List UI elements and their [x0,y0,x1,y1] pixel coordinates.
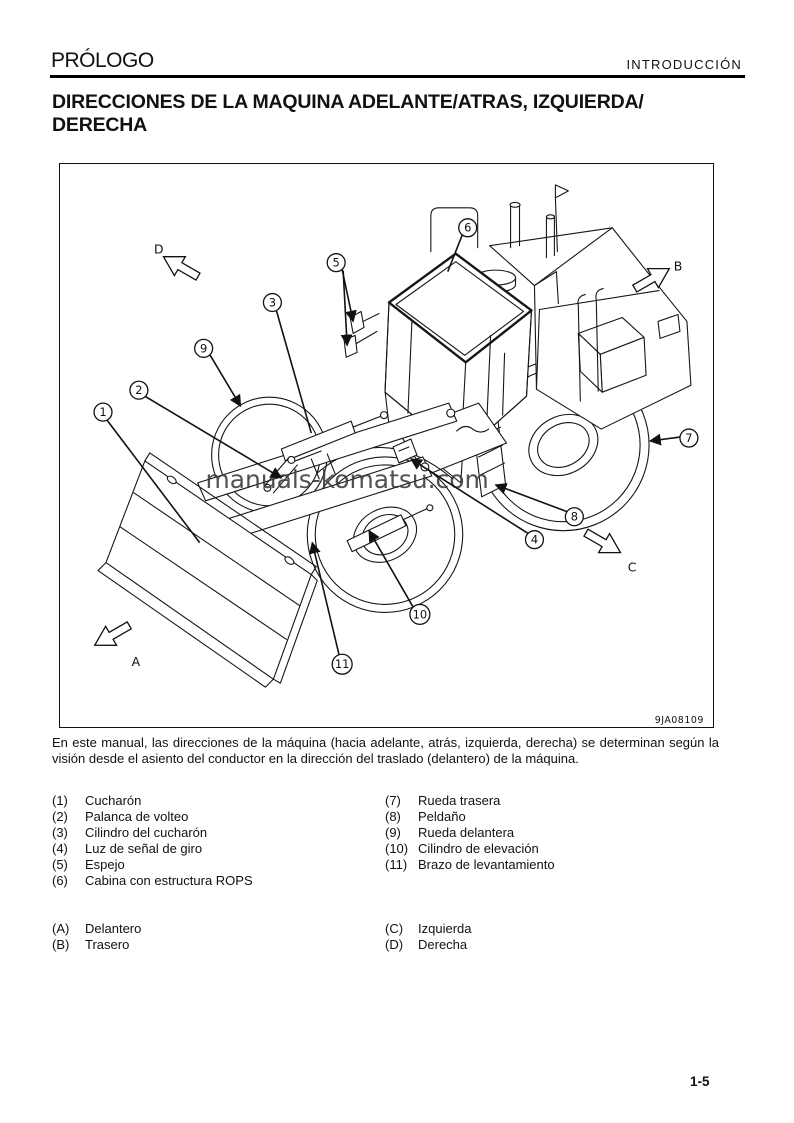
callout-2: 2 [129,380,149,400]
svg-text:3: 3 [269,295,276,309]
legend-item-num: (1) [52,793,68,808]
callout-10: 10 [409,603,431,626]
page-number: 1-5 [690,1074,710,1089]
callouts: 1 2 3 4 5 6 7 8 9 10 11 [93,218,699,675]
svg-text:11: 11 [335,657,350,671]
legend-item-num: (B) [52,937,70,952]
svg-text:D: D [154,242,164,257]
direction-legend-right: (C) Izquierda (D) Derecha [385,921,725,953]
svg-text:2: 2 [135,383,142,397]
legend-item-num: (10) [385,841,409,856]
direction-arrow-B: B [631,259,683,293]
legend-item-label: Delantero [85,921,142,936]
legend-item: (11) Brazo de levantamiento [385,857,725,873]
legend-item-num: (4) [52,841,68,856]
direction-arrow-D: D [154,242,201,281]
parts-legend-left: (1) Cucharón (2) Palanca de volteo (3) Cili… [52,793,382,889]
machine-drawing [97,184,692,688]
legend-item-label: Espejo [85,857,125,872]
legend-item-label: Palanca de volteo [85,809,189,824]
legend-item: (10) Cilindro de elevación [385,841,725,857]
legend-item-label: Cucharón [85,793,142,808]
legend-item-label: Luz de señal de giro [85,841,203,856]
legend-item-num: (2) [52,809,68,824]
legend-item: (C) Izquierda [385,921,725,937]
legend-item-label: Rueda delantera [418,825,515,840]
legend-item-num: (6) [52,873,68,888]
page-title-line1: DIRECCIONES DE LA MAQUINA ADELANTE/ATRAS… [52,91,644,113]
direction-arrow-A: A [93,621,141,669]
svg-text:9: 9 [200,341,207,355]
legend-item-num: (D) [385,937,404,952]
turn-signal-light [392,438,418,464]
svg-text:10: 10 [413,607,428,621]
legend-item: (1) Cucharón [52,793,382,809]
svg-text:8: 8 [571,510,578,524]
intro-paragraph: En este manual, las direcciones de la má… [52,735,719,766]
legend-item-label: Trasero [85,937,130,952]
chapter-title: INTRODUCCIÓN [626,57,742,72]
legend-item-label: Peldaño [418,809,466,824]
svg-text:6: 6 [464,221,471,235]
section-title: PRÓLOGO [51,49,154,72]
legend-item-label: Derecha [418,937,468,952]
callout-9: 9 [194,338,214,358]
legend-item-num: (A) [52,921,70,936]
callout-1: 1 [93,402,113,422]
legend-item: (A) Delantero [52,921,382,937]
svg-text:7: 7 [685,431,692,445]
direction-legend-left: (A) Delantero (B) Trasero [52,921,382,953]
legend-item-num: (5) [52,857,68,872]
legend-item: (3) Cilindro del cucharón [52,825,382,841]
legend-item-num: (3) [52,825,68,840]
figure-code: 9JA08109 [655,715,704,726]
legend-item-label: Cilindro de elevación [418,841,539,856]
legend-item-num: (C) [385,921,404,936]
svg-text:1: 1 [99,405,106,419]
header-rule [50,75,745,78]
page-title-line2: DERECHA [52,113,148,136]
wheel-loader-figure: manuals-komatsu.com 1 2 3 [93,184,704,726]
bucket [97,452,318,688]
callout-7: 7 [679,428,699,448]
callout-5: 5 [326,253,346,273]
figure-frame: manuals-komatsu.com 1 2 3 [59,163,714,728]
svg-text:5: 5 [333,256,340,270]
legend-item: (8) Peldaño [385,809,725,825]
rear-body [430,184,692,430]
legend-item-label: Brazo de levantamiento [418,857,555,872]
legend-item-num: (7) [385,793,401,808]
watermark-text: manuals-komatsu.com [206,465,489,494]
callout-8: 8 [564,507,584,527]
legend-item: (9) Rueda delantera [385,825,725,841]
svg-text:4: 4 [531,533,538,547]
legend-item-num: (9) [385,825,401,840]
legend-item-label: Izquierda [418,921,472,936]
leader-lines [106,233,681,656]
callout-4: 4 [524,530,545,550]
callout-11: 11 [331,653,353,675]
legend-item: (B) Trasero [52,937,382,953]
callout-3: 3 [262,292,283,313]
legend-item: (7) Rueda trasera [385,793,725,809]
legend-item: (D) Derecha [385,937,725,953]
legend-item-num: (8) [385,809,401,824]
legend-item: (6) Cabina con estructura ROPS [52,873,382,889]
legend-item: (5) Espejo [52,857,382,873]
legend-item-label: Cabina con estructura ROPS [85,873,253,888]
legend-item-label: Cilindro del cucharón [85,825,208,840]
svg-text:B: B [674,259,683,274]
svg-text:A: A [132,654,141,669]
mirrors [343,310,380,358]
svg-text:C: C [628,560,637,575]
legend-item: (4) Luz de señal de giro [52,841,382,857]
legend-item: (2) Palanca de volteo [52,809,382,825]
legend-item-label: Rueda trasera [418,793,501,808]
page-title: DIRECCIONES DE LA MAQUINA ADELANTE/ATRAS… [52,91,732,136]
callout-6: 6 [458,218,478,238]
parts-legend-right: (7) Rueda trasera (8) Peldaño (9) Rueda del… [385,793,725,873]
direction-arrow-C: C [583,528,637,575]
legend-item-num: (11) [385,857,408,872]
direction-arrows: D B C A [93,242,683,669]
